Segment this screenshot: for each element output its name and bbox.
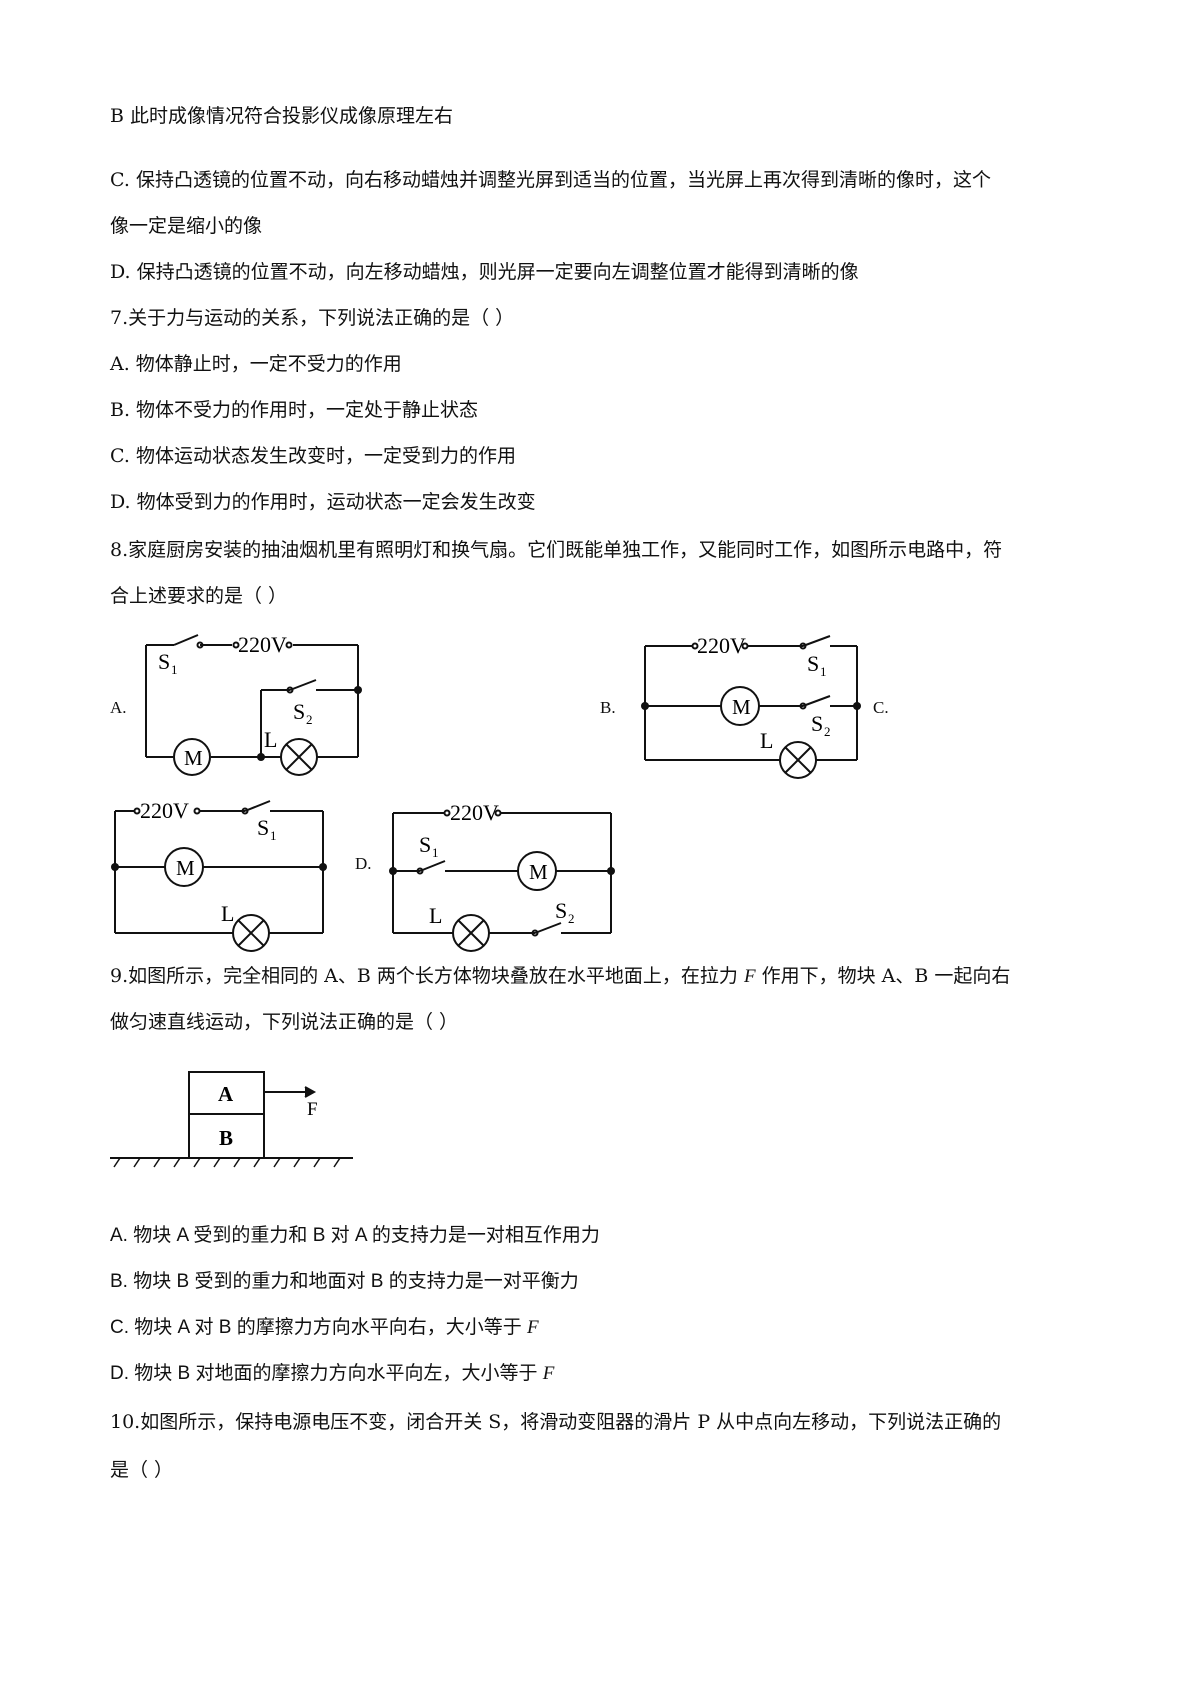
q6-option-c-line2: 像一定是缩小的像 xyxy=(110,215,263,237)
voltage-label: 220V xyxy=(140,798,189,823)
q9-stem-line2: 做匀速直线运动，下列说法正确的是（ ） xyxy=(110,1011,459,1033)
q8-label-a: A. xyxy=(110,698,127,717)
switch-s2-label: S xyxy=(555,898,567,923)
q10-stem-line2: 是（ ） xyxy=(110,1459,174,1481)
subscript: 2 xyxy=(824,724,831,739)
circuit-diagram-d: 220V S 1 S 2 M L xyxy=(389,800,615,952)
switch-s1-label: S xyxy=(419,832,431,857)
switch-s2-label: S xyxy=(811,711,823,736)
option-text: B. 物块 B 受到的重力和地面对 B 的支持力是一对平衡力 xyxy=(110,1271,579,1292)
block-a-label: A xyxy=(218,1082,234,1106)
force-variable: F xyxy=(526,1317,539,1338)
circuit-diagram-a: 220V S 1 S 2 M L xyxy=(145,632,362,776)
subscript: 1 xyxy=(820,664,827,679)
switch-s1-label: S xyxy=(807,651,819,676)
force-label: F xyxy=(307,1099,318,1120)
q9-option-b: B. 物块 B 受到的重力和地面对 B 的支持力是一对平衡力 xyxy=(110,1268,579,1296)
q9-stem-text: 作用下，物块 A、B 一起向右 xyxy=(755,965,1011,987)
q7-option-a: A. 物体静止时，一定不受力的作用 xyxy=(110,353,402,375)
switch-s2-label: S xyxy=(293,699,305,724)
force-variable: F xyxy=(542,1363,555,1384)
lamp-label: L xyxy=(760,728,773,753)
q10-stem-line1: 10.如图所示，保持电源电压不变，闭合开关 S，将滑动变阻器的滑片 P 从中点向… xyxy=(110,1411,1002,1433)
motor-label: M xyxy=(176,856,195,880)
option-text: A. 物块 A 受到的重力和 B 对 A 的支持力是一对相互作用力 xyxy=(110,1225,600,1246)
motor-label: M xyxy=(529,860,548,884)
q9-option-c: C. 物块 A 对 B 的摩擦力方向水平向右，大小等于 F xyxy=(110,1314,539,1342)
q8-stem-line2: 合上述要求的是（ ） xyxy=(110,585,288,607)
q8-stem-line1: 8.家庭厨房安装的抽油烟机里有照明灯和换气扇。它们既能单独工作，又能同时工作，如… xyxy=(110,539,1003,561)
lamp-label: L xyxy=(221,901,234,926)
subscript: 1 xyxy=(432,845,439,860)
q9-stem-text: 9.如图所示，完全相同的 A、B 两个长方体物块叠放在水平地面上，在拉力 xyxy=(110,965,744,987)
q6-option-c-line1: C. 保持凸透镜的位置不动，向右移动蜡烛并调整光屏到适当的位置，当光屏上再次得到… xyxy=(110,169,991,191)
voltage-label: 220V xyxy=(238,632,287,657)
option-text: D. 物块 B 对地面的摩擦力方向水平向左，大小等于 xyxy=(110,1363,543,1384)
subscript: 1 xyxy=(171,662,178,677)
q9-option-d: D. 物块 B 对地面的摩擦力方向水平向左，大小等于 F xyxy=(110,1360,554,1388)
subscript: 2 xyxy=(568,911,575,926)
q6-option-d: D. 保持凸透镜的位置不动，向左移动蜡烛，则光屏一定要向左调整位置才能得到清晰的… xyxy=(110,261,859,283)
q7-option-c: C. 物体运动状态发生改变时，一定受到力的作用 xyxy=(110,445,516,467)
q9-option-a: A. 物块 A 受到的重力和 B 对 A 的支持力是一对相互作用力 xyxy=(110,1222,600,1250)
q8-label-c: C. xyxy=(873,698,889,717)
q8-label-b: B. xyxy=(600,698,616,717)
subscript: 1 xyxy=(270,828,277,843)
circuit-diagram-c: 220V S 1 M L xyxy=(111,798,327,952)
q7-stem: 7.关于力与运动的关系，下列说法正确的是（ ） xyxy=(110,307,515,329)
block-b-label: B xyxy=(219,1126,233,1150)
voltage-label: 220V xyxy=(697,633,746,658)
q6-option-b: B 此时成像情况符合投影仪成像原理左右 xyxy=(110,105,454,127)
option-text: C. 物块 A 对 B 的摩擦力方向水平向右，大小等于 xyxy=(110,1317,527,1338)
switch-s1-label: S xyxy=(158,649,170,674)
lamp-label: L xyxy=(264,727,277,752)
q7-option-d: D. 物体受到力的作用时，运动状态一定会发生改变 xyxy=(110,491,536,513)
q9-stem-line1: 9.如图所示，完全相同的 A、B 两个长方体物块叠放在水平地面上，在拉力 F 作… xyxy=(110,962,1010,991)
q7-option-b: B. 物体不受力的作用时，一定处于静止状态 xyxy=(110,399,479,421)
q8-label-d: D. xyxy=(355,854,372,873)
circuit-diagram-b: 220V S 1 S 2 M L xyxy=(641,633,861,779)
subscript: 2 xyxy=(306,712,313,727)
switch-s1-label: S xyxy=(257,815,269,840)
blocks-figure: A B F xyxy=(110,1071,353,1168)
motor-label: M xyxy=(732,695,751,719)
lamp-label: L xyxy=(429,903,442,928)
voltage-label: 220V xyxy=(450,800,499,825)
motor-label: M xyxy=(184,746,203,770)
force-variable: F xyxy=(743,966,756,987)
